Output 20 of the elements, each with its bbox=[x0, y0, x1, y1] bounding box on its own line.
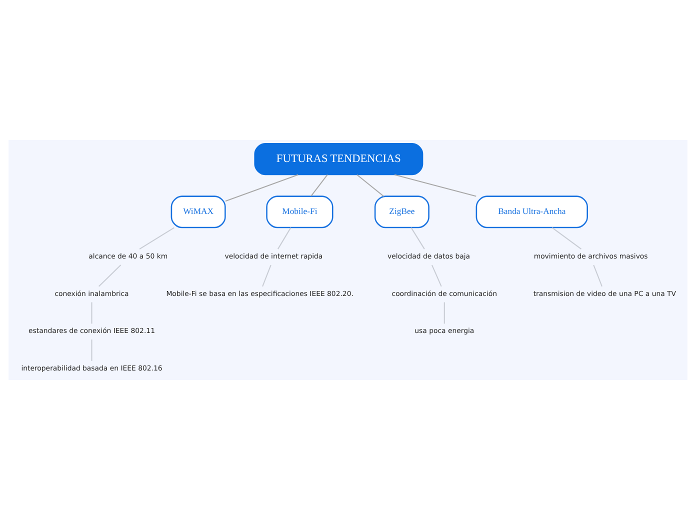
connector bbox=[262, 264, 272, 287]
connector bbox=[98, 264, 122, 287]
connector bbox=[91, 340, 92, 361]
node-box: ZigBee bbox=[374, 196, 430, 228]
connector bbox=[394, 174, 476, 197]
node-box: Mobile-Fi bbox=[266, 196, 334, 228]
connector bbox=[431, 264, 442, 287]
connector bbox=[310, 174, 328, 196]
connector bbox=[444, 302, 445, 324]
connector bbox=[277, 227, 292, 250]
connector bbox=[91, 302, 92, 324]
node-box: FUTURAS TENDENCIAS bbox=[254, 143, 424, 176]
node-box: WiMAX bbox=[170, 196, 226, 228]
connector bbox=[552, 227, 582, 250]
connector bbox=[593, 264, 602, 287]
connector bbox=[410, 227, 425, 250]
node-box: Banda Ultra-Ancha bbox=[476, 196, 588, 228]
connector bbox=[356, 174, 384, 197]
connector bbox=[225, 174, 298, 202]
connector bbox=[139, 227, 174, 250]
